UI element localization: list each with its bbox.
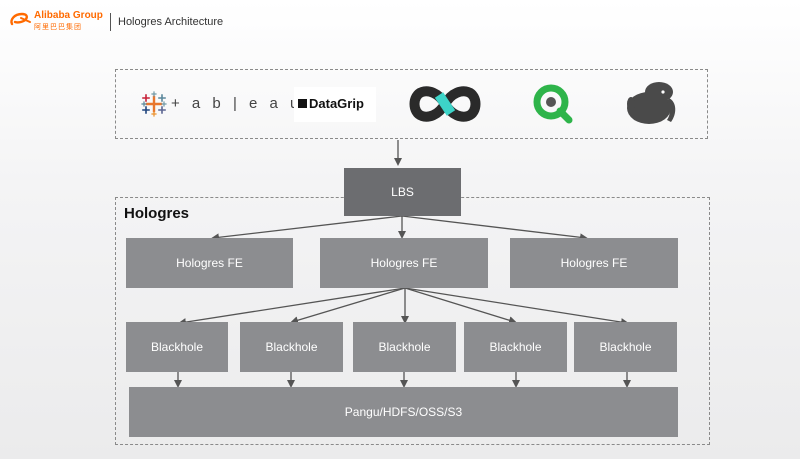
blackhole-node-5: Blackhole: [574, 322, 677, 372]
infinity-tool-icon: [409, 86, 481, 122]
fe-node-2: Hologres FE: [320, 238, 488, 288]
tableau-wordmark: + a b | e a u: [171, 95, 303, 112]
blackhole-node-2: Blackhole: [240, 322, 343, 372]
blackhole-node-1: Blackhole: [126, 322, 228, 372]
tableau-logo: + a b | e a u: [141, 91, 298, 117]
datagrip-logo: DataGrip: [294, 87, 376, 122]
page-title: Hologres Architecture: [118, 16, 224, 28]
qlik-icon: [533, 84, 573, 124]
header-divider: [110, 13, 111, 31]
elephant-db-icon: [627, 82, 676, 124]
arrow-fe-bh5: [404, 287, 629, 327]
brand-sub: 阿里巴巴集团: [34, 24, 82, 31]
tableau-icon: [141, 91, 167, 117]
header: Alibaba Group 阿里巴巴集团 Hologres Architectu…: [0, 0, 800, 42]
arrow-fe-bh2: [290, 287, 406, 325]
arrow-lbs-fe3: [401, 215, 588, 242]
arrow-fe-bh1: [178, 287, 406, 327]
lbs-node: LBS: [344, 168, 461, 216]
alibaba-logo-icon: [10, 12, 31, 26]
datagrip-icon: [298, 99, 307, 108]
fe-node-3: Hologres FE: [510, 238, 678, 288]
blackhole-node-3: Blackhole: [353, 322, 456, 372]
fe-node-1: Hologres FE: [126, 238, 293, 288]
client-tools-box: [115, 69, 708, 139]
cluster-label: Hologres: [124, 205, 190, 222]
arrow-lbs-fe1: [211, 215, 403, 242]
alibaba-logo: Alibaba Group 阿里巴巴集团: [8, 10, 108, 32]
arrow-fe-bh4: [404, 287, 517, 325]
blackhole-node-4: Blackhole: [464, 322, 567, 372]
storage-layer: Pangu/HDFS/OSS/S3: [129, 387, 678, 437]
datagrip-wordmark: DataGrip: [309, 96, 364, 111]
brand-name: Alibaba Group: [34, 10, 103, 21]
